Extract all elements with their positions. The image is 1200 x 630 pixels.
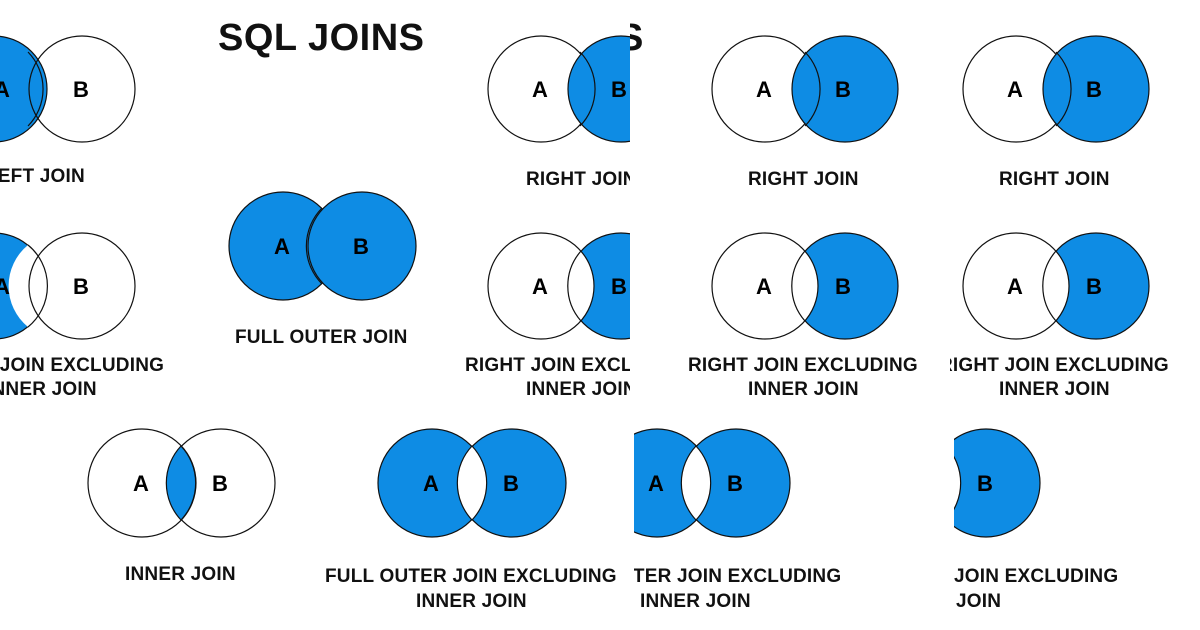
venn-full-excl: A B: [377, 428, 567, 538]
set-a-label: A: [274, 234, 290, 259]
label-right-excl-2: INNER JOIN: [526, 379, 630, 400]
set-b-label: B: [73, 274, 89, 299]
set-b-label: B: [835, 274, 851, 299]
set-a-label: A: [423, 471, 439, 496]
label-join-excl-1: JOIN EXCLUDING: [954, 566, 1119, 587]
label-right-join: RIGHT JOIN: [999, 169, 1110, 190]
label-right-excl-1: RIGHT JOIN EXCLUDING: [688, 355, 918, 376]
venn-full-outer: A B: [228, 191, 417, 301]
set-b-label: B: [835, 77, 851, 102]
panel-right-join: A B A B S RIGHT JOIN RIGHT JOIN EXCLUDIN…: [630, 0, 950, 410]
set-a-label: A: [133, 471, 149, 496]
set-b-label: B: [1086, 274, 1102, 299]
venn-left-excl: A B: [0, 232, 136, 340]
label-right-join: RIGHT JOIN: [748, 169, 859, 190]
venn-left-join: A B: [0, 35, 136, 143]
venn-right-join: A B: [487, 35, 630, 143]
set-b-label: B: [611, 274, 627, 299]
venn-right-join: A B: [711, 35, 899, 143]
set-a-label: A: [648, 471, 664, 496]
set-b-label: B: [977, 471, 993, 496]
set-b-label: B: [611, 77, 627, 102]
title-fragment: S: [630, 17, 644, 59]
panel-outer-excl: A B OUTER JOIN EXCLUDING INNER JOIN: [634, 410, 950, 630]
label-left-excl-1: LEFT JOIN EXCLUDING: [0, 355, 165, 376]
set-b-label: B: [353, 234, 369, 259]
label-outer-excl-1: OUTER JOIN EXCLUDING: [634, 566, 842, 587]
set-b-label: B: [212, 471, 228, 496]
label-right-excl-1: RIGHT JOIN EXCLUDING: [950, 355, 1169, 376]
venn-stage-main: A B A B A B A B: [0, 35, 630, 538]
venn-right-excl: A B: [487, 232, 630, 340]
set-a-label: A: [532, 77, 548, 102]
venn-join-excl: B: [954, 428, 1041, 538]
page-title: SQL JOINS: [218, 17, 425, 59]
label-right-join: RIGHT JOIN: [526, 169, 630, 190]
set-b-label: B: [727, 471, 743, 496]
panel-right-join-2: A B A B RIGHT JOIN RIGHT JOIN EXCLUDING …: [950, 0, 1200, 410]
panel-main: A B A B A B A B: [0, 17, 630, 612]
set-a-label: A: [756, 274, 772, 299]
label-full-outer: FULL OUTER JOIN: [235, 327, 408, 348]
set-b-label: B: [503, 471, 519, 496]
set-a-label: A: [0, 77, 10, 102]
set-a-label: A: [1007, 77, 1023, 102]
label-left-join: LEFT JOIN: [0, 166, 85, 187]
panel-join-excl: B JOIN EXCLUDING JOIN: [954, 410, 1200, 630]
set-b-label: B: [1086, 77, 1102, 102]
set-a-label: A: [1007, 274, 1023, 299]
venn-inner: A B: [87, 428, 276, 538]
label-right-excl-1: RIGHT JOIN EXCLUDING: [465, 355, 630, 376]
venn-right-join: A B: [962, 35, 1150, 143]
venn-outer-excl: A B: [634, 428, 791, 538]
label-right-excl-2: INNER JOIN: [748, 379, 859, 400]
set-a-label: A: [0, 274, 10, 299]
label-outer-excl-2: INNER JOIN: [640, 591, 751, 612]
label-inner-join: INNER JOIN: [125, 564, 236, 585]
label-left-excl-2: INNER JOIN: [0, 379, 97, 400]
label-join-excl-2: JOIN: [956, 591, 1002, 612]
set-b-label: B: [73, 77, 89, 102]
label-right-excl-2: INNER JOIN: [999, 379, 1110, 400]
set-a-label: A: [532, 274, 548, 299]
venn-right-excl: A B: [711, 232, 899, 340]
label-full-excl-1: FULL OUTER JOIN EXCLUDING: [325, 566, 617, 587]
label-full-excl-2: INNER JOIN: [416, 591, 527, 612]
set-a-label: A: [756, 77, 772, 102]
venn-right-excl: A B: [962, 232, 1150, 340]
